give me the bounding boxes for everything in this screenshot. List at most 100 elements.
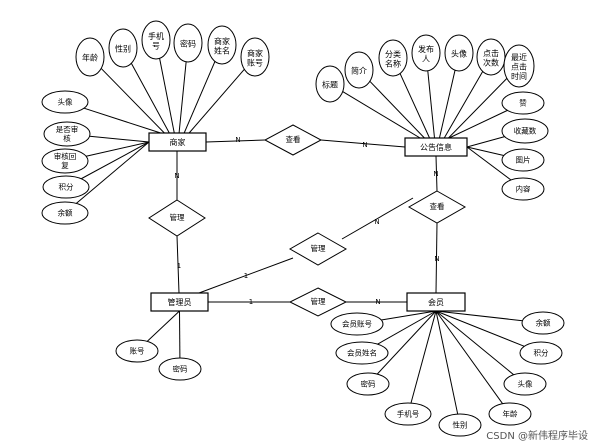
connector-line	[377, 310, 437, 345]
connector-line	[410, 310, 437, 404]
connector-line	[435, 310, 525, 347]
attribute-announcement: 标题	[315, 65, 345, 103]
attribute-ellipse	[240, 37, 270, 77]
entity-box	[404, 137, 468, 157]
entity-admin: 管理员	[150, 292, 209, 312]
cardinality-label: N	[374, 218, 379, 226]
cardinality-label: N	[362, 141, 367, 149]
attribute-ellipse	[503, 44, 535, 88]
attribute-member: 余额	[521, 311, 565, 335]
attribute-member: 会员账号	[330, 312, 384, 336]
attribute-ellipse	[444, 34, 474, 72]
connector-line	[376, 310, 437, 375]
entity-announcement: 公告信息	[404, 137, 468, 157]
connector-line	[435, 222, 438, 294]
attribute-member: 头像	[503, 372, 547, 396]
connector-line	[83, 107, 161, 134]
entity-box	[148, 132, 207, 152]
attribute-ellipse	[501, 118, 549, 144]
attribute-ellipse	[158, 357, 202, 381]
attribute-merchant: 商家账号	[240, 37, 270, 77]
attribute-label: 性别	[453, 420, 468, 430]
connector-lines	[76, 58, 525, 415]
connector-line	[130, 63, 170, 134]
attribute-ellipse	[519, 341, 563, 365]
attribute-ellipse	[108, 28, 138, 68]
attribute-ellipse	[41, 90, 89, 114]
attribute-label: 是否审核	[56, 124, 79, 143]
attribute-label: 点击次数	[483, 47, 499, 67]
attribute-label: 年龄	[503, 409, 518, 419]
entity-member: 会员	[406, 292, 466, 312]
attribute-ellipse	[115, 339, 159, 363]
connector-line	[76, 141, 150, 204]
connector-line	[438, 70, 456, 139]
attribute-merchant: 年龄	[75, 37, 105, 77]
connector-line	[448, 78, 508, 139]
attribute-label: 年龄	[82, 52, 98, 62]
attribute-label: 商家姓名	[214, 35, 230, 55]
connector-line	[159, 58, 175, 134]
relationship-diamond: 管理	[288, 287, 348, 317]
attribute-label: 图片	[516, 155, 531, 165]
attribute-announcement: 最近点击时间	[503, 44, 535, 88]
attribute-label: 会员账号	[342, 319, 372, 329]
cardinality-label: N	[375, 298, 380, 306]
attribute-label: 余额	[58, 208, 73, 218]
attribute-announcement: 点击次数	[476, 38, 506, 76]
attribute-label: 发布人	[418, 43, 434, 63]
attribute-member: 手机号	[384, 402, 432, 426]
attribute-ellipse	[335, 341, 389, 365]
entity-label: 会员	[428, 297, 444, 307]
cardinality-label: 1	[177, 262, 181, 270]
attribute-merchant: 余额	[41, 201, 89, 225]
attribute-merchant: 密码	[173, 23, 203, 63]
connector-line	[188, 68, 245, 134]
connector-line	[205, 139, 266, 143]
watermark: CSDN @新伟程序毕设	[486, 431, 588, 442]
connector-line	[183, 61, 216, 134]
attribute-label: 会员姓名	[347, 348, 377, 358]
attribute-merchant: 头像	[41, 90, 89, 114]
diamond-shape	[288, 287, 348, 317]
diamond-shape	[148, 199, 206, 237]
cardinality-label: 1	[249, 298, 253, 306]
attribute-label: 密码	[361, 379, 376, 389]
connector-line	[435, 310, 459, 415]
connector-line	[342, 91, 421, 139]
attribute-merchant: 是否审核	[43, 121, 91, 147]
connector-line	[435, 310, 515, 376]
attribute-ellipse	[521, 311, 565, 335]
attribute-announcement: 收藏数	[501, 118, 549, 144]
attribute-ellipse	[41, 201, 89, 225]
attribute-announcement: 图片	[501, 148, 545, 172]
attribute-label: 收藏数	[514, 126, 537, 136]
attribute-ellipse	[501, 148, 545, 172]
attribute-label: 密码	[180, 38, 196, 48]
attribute-label: 分类名称	[385, 48, 401, 68]
cardinality-label: 1	[244, 272, 248, 280]
attribute-ellipse	[384, 402, 432, 426]
attribute-label: 头像	[451, 48, 467, 58]
connector-line	[399, 73, 431, 139]
cardinality-label: N	[174, 172, 179, 180]
attribute-member: 密码	[346, 372, 390, 396]
attribute-ellipse	[488, 402, 532, 426]
attribute-announcement: 简介	[344, 51, 374, 89]
relationship-label: 管理	[311, 296, 326, 306]
attribute-admin: 账号	[115, 339, 159, 363]
attribute-label: 标题	[322, 79, 338, 89]
attribute-ellipse	[41, 148, 89, 174]
attribute-label: 内容	[516, 184, 531, 194]
relationship-label: 管理	[170, 212, 185, 222]
attribute-member: 积分	[519, 341, 563, 365]
connector-line	[427, 70, 435, 139]
relationship-diamond: 查看	[263, 124, 323, 156]
attribute-ellipse	[344, 51, 374, 89]
attribute-merchant: 积分	[42, 175, 90, 199]
attribute-ellipse	[346, 372, 390, 396]
attribute-announcement: 赞	[501, 91, 545, 115]
attribute-label: 手机号	[397, 409, 420, 419]
